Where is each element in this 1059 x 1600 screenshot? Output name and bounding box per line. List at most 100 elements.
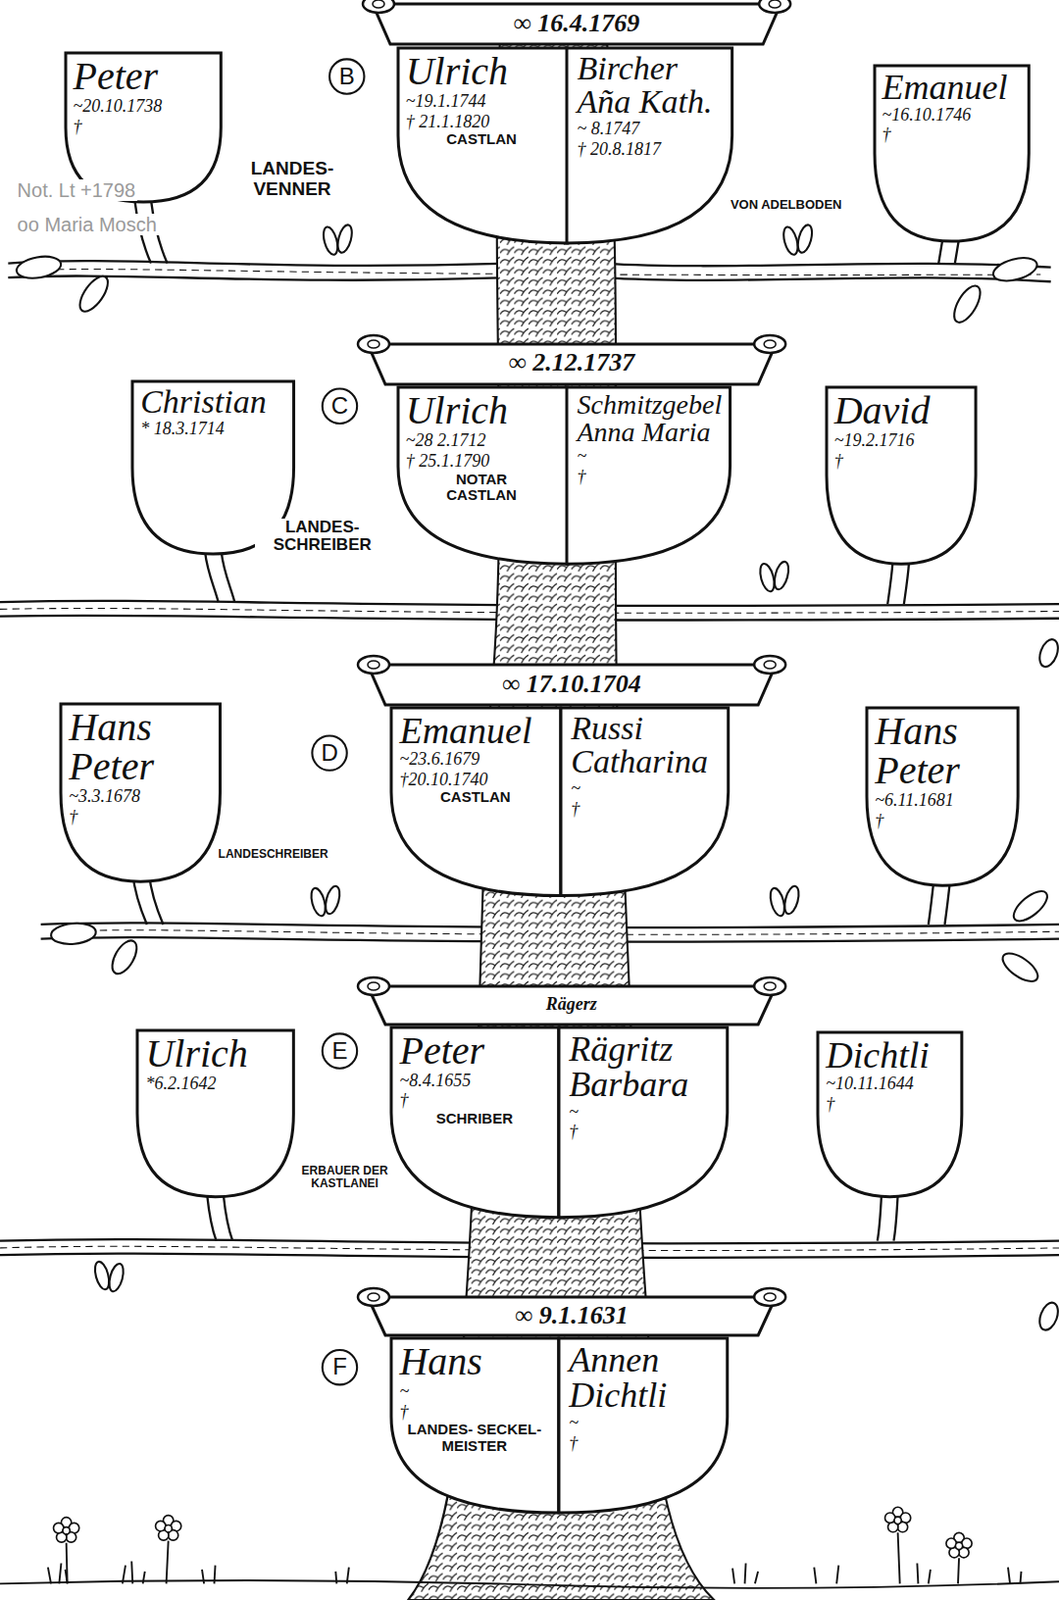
- person-name: Emanuel: [399, 711, 532, 750]
- scroll-curl-inner: [768, 0, 781, 8]
- marriage-scroll: ∞ 16.4.1769: [372, 1, 781, 46]
- person-name: Schmitzgebel: [576, 391, 722, 419]
- shield-shape: [817, 1032, 962, 1198]
- shield-shape: [391, 1338, 559, 1513]
- life-date: ~23.6.1679: [399, 749, 480, 770]
- ground: [0, 1532, 1059, 1589]
- life-date: †: [68, 806, 78, 828]
- scroll-curl-inner: [763, 1293, 776, 1302]
- person-name: Ulrich: [405, 391, 508, 431]
- person-name: Hans Peter: [874, 711, 1010, 791]
- person-name: Christian: [140, 385, 266, 419]
- annotation-note: Not. Lt +1798: [15, 179, 139, 202]
- shield-shape: [558, 1338, 728, 1513]
- scroll-band: [367, 664, 776, 706]
- person-name: Emanuel: [882, 69, 1009, 105]
- person-name: Ulrich: [145, 1034, 248, 1074]
- person-shield: BircherAña Kath.~ 8.1747† 20.8.1817: [566, 46, 735, 246]
- marriage-scroll: ∞ 17.10.1704: [367, 662, 776, 706]
- person-shield: Emanuel~23.6.1679†20.10.1740CASTLAN: [389, 706, 561, 899]
- life-date: * 18.3.1714: [140, 418, 225, 440]
- shield-shape: [137, 1030, 294, 1198]
- leaf: [949, 281, 986, 326]
- person-name: Peter: [73, 56, 159, 97]
- person-name: Peter: [399, 1031, 485, 1071]
- office-title: LANDES- SECKEL- MEISTER: [399, 1421, 550, 1455]
- flower: [53, 1517, 80, 1544]
- text-stack: Emanuel~16.10.1746†: [872, 63, 1031, 152]
- leaf: [1008, 886, 1053, 927]
- office-title: LANDES- SCHREIBER: [254, 518, 390, 555]
- leaf: [990, 253, 1040, 286]
- shield-shape: [60, 704, 220, 882]
- text-stack: Ulrich~19.1.1744† 21.1.1820CASTLAN: [396, 46, 568, 154]
- shield-shape: [826, 387, 976, 564]
- person-shield: Peter~8.4.1655†SCHRIBER: [389, 1025, 559, 1220]
- person-name: Aña Kath.: [576, 85, 712, 119]
- scroll-curl: [754, 655, 786, 674]
- life-date: ~ 8.1747: [576, 118, 640, 140]
- text-stack: Dichtli~10.11.1644†: [815, 1030, 964, 1120]
- life-date: ~6.11.1681: [874, 790, 954, 811]
- person-shield: Hans Peter~6.11.1681†: [864, 706, 1020, 888]
- life-date: †: [399, 1090, 408, 1111]
- office-title: VON ADELBODEN: [728, 198, 845, 212]
- marriage-date: ∞ 17.10.1704: [502, 670, 642, 700]
- scroll-curl: [754, 977, 786, 996]
- scroll-curl-inner: [763, 340, 776, 349]
- person-name: Catharina: [570, 745, 708, 779]
- leaf: [14, 252, 63, 281]
- text-stack: ∞ 17.10.1704: [367, 662, 776, 706]
- office-title: ERBAUER DER KASTLANEI: [298, 1164, 393, 1191]
- text-stack: SchmitzgebelAnna Maria~†: [566, 385, 733, 493]
- person-name: Rägritz: [568, 1031, 673, 1067]
- bud: [106, 1261, 127, 1293]
- life-date: †: [576, 466, 586, 488]
- scroll-curl: [357, 977, 390, 996]
- scroll-curl: [357, 1288, 390, 1307]
- life-date: †: [882, 124, 892, 146]
- person-shield: Ulrich~19.1.1744† 21.1.1820CASTLAN: [396, 46, 568, 246]
- life-date: †: [568, 1433, 578, 1455]
- scroll-curl-inner: [367, 340, 380, 349]
- shield-shape: [566, 48, 733, 244]
- person-shield: Dichtli~10.11.1644†: [815, 1030, 964, 1200]
- text-stack: RussiCatharina~†: [560, 706, 731, 825]
- text-stack: Hans Peter~6.11.1681†: [864, 706, 1020, 837]
- letter-circle: [322, 1350, 357, 1385]
- life-date: *6.2.1642: [145, 1073, 216, 1095]
- marriage-date: Rägerz: [546, 995, 598, 1015]
- leaf: [998, 948, 1043, 987]
- generation-letter: F: [332, 1354, 348, 1380]
- scroll-curl-inner: [763, 982, 776, 991]
- shield-shape: [398, 387, 568, 564]
- person-name: Anna Maria: [576, 418, 710, 447]
- life-date: † 25.1.1790: [405, 451, 491, 472]
- person-name: Hans Peter: [68, 707, 212, 787]
- life-date: ~16.10.1746: [882, 104, 972, 126]
- leaf: [74, 271, 113, 316]
- office-title: CASTLAN: [440, 789, 511, 807]
- person-shield: David~19.2.1716†: [824, 385, 978, 566]
- life-date: ~19.2.1716: [834, 430, 915, 452]
- text-stack: BircherAña Kath.~ 8.1747† 20.8.1817: [566, 46, 735, 165]
- stem: [204, 552, 235, 603]
- bud: [771, 559, 792, 591]
- office-title: LANDES- VENNER: [226, 158, 358, 201]
- life-date: ~: [399, 1381, 409, 1403]
- office-title: NOTAR: [455, 471, 507, 489]
- text-stack: ∞ 2.12.1737: [367, 342, 776, 386]
- text-stack: Ulrich~28 2.1712† 25.1.1790NOTARCASTLAN: [396, 385, 568, 509]
- life-date: †: [570, 799, 580, 820]
- marriage-date: ∞ 9.1.1631: [514, 1302, 629, 1331]
- person-shield: Ulrich~28 2.1712† 25.1.1790NOTARCASTLAN: [396, 385, 568, 566]
- shield-shape: [558, 1027, 728, 1218]
- text-stack: Christian* 18.3.1714: [130, 379, 297, 446]
- person-name: Dichtli: [825, 1036, 930, 1074]
- flower-stems: [66, 1532, 959, 1584]
- scroll-curl-inner: [367, 1293, 380, 1302]
- person-shield: Hans~†LANDES- SECKEL- MEISTER: [389, 1336, 559, 1515]
- stem: [938, 239, 959, 264]
- scroll-band: [367, 1297, 776, 1336]
- scroll-curl: [754, 335, 786, 353]
